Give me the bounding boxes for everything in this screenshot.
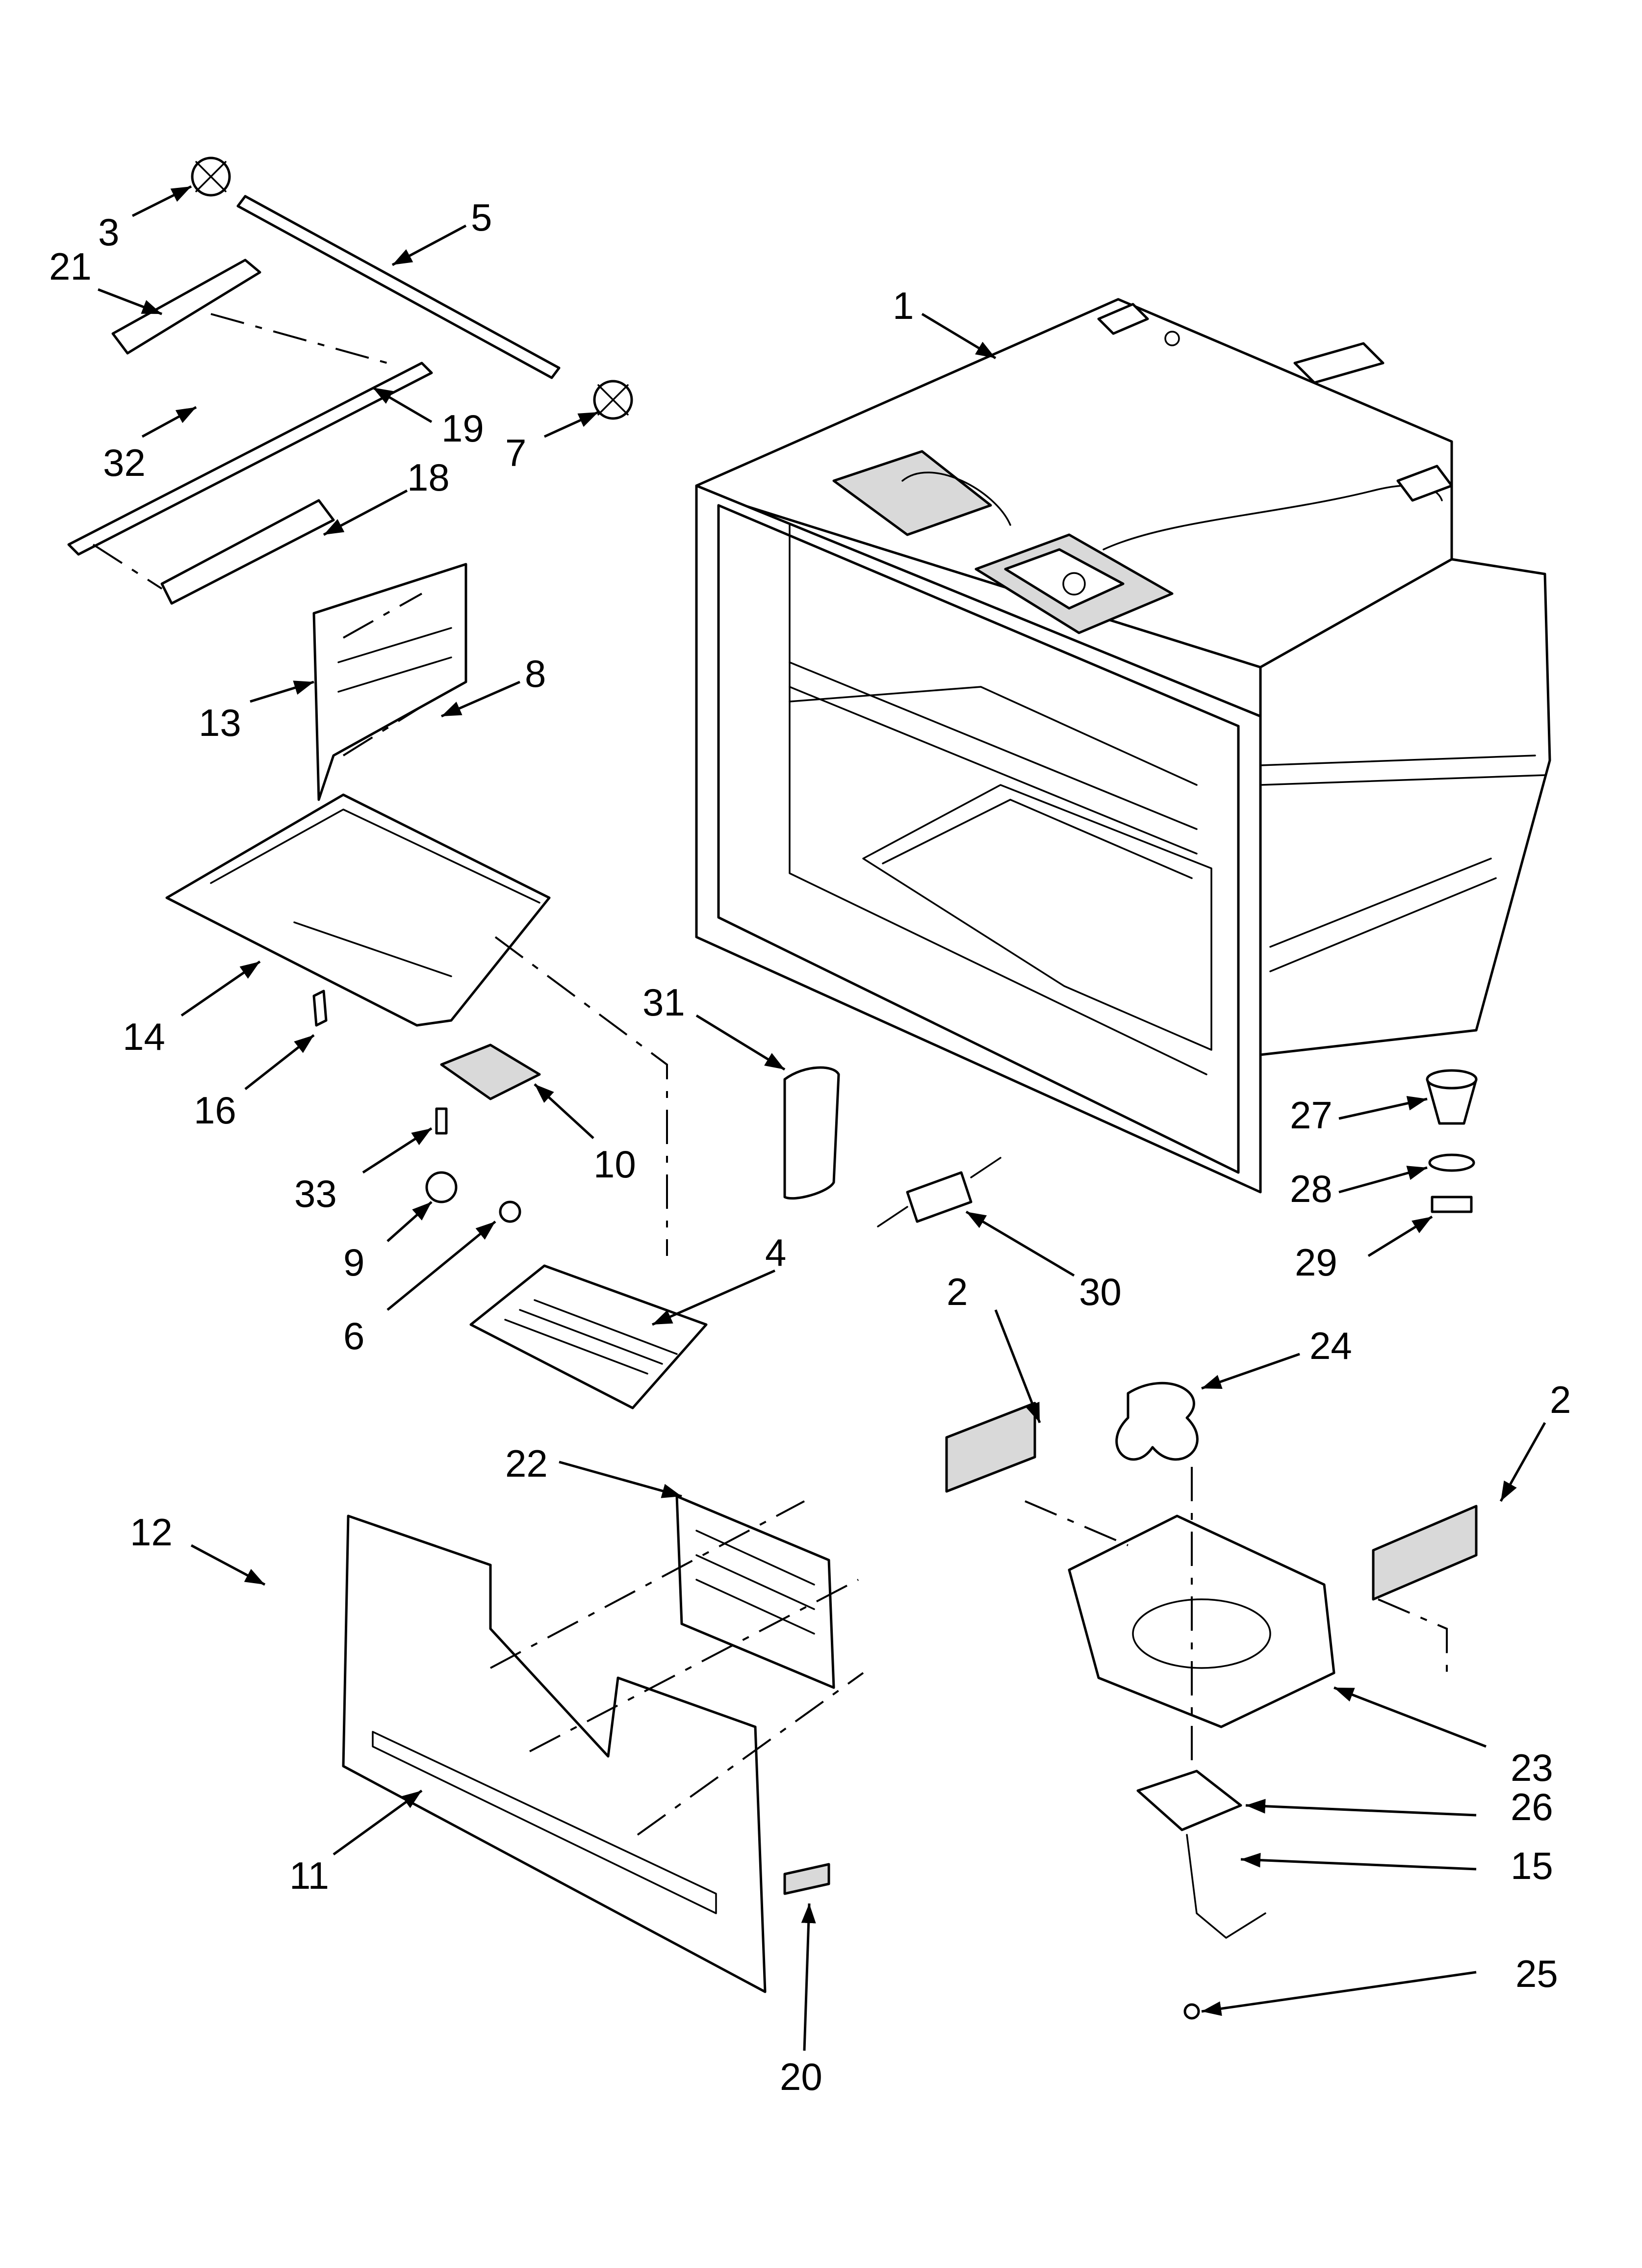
callout-8: 8 <box>525 652 546 695</box>
callout-28: 28 <box>1290 1167 1333 1210</box>
part-fan-assembly <box>945 1382 1478 2020</box>
callout-24: 24 <box>1309 1324 1352 1367</box>
callout-13: 13 <box>199 701 241 744</box>
callout-18: 18 <box>407 456 450 499</box>
callout-10: 10 <box>593 1143 636 1186</box>
callout-12: 12 <box>130 1511 173 1554</box>
callout-2b: 2 <box>1550 1378 1571 1421</box>
part-small-components <box>425 1043 541 1223</box>
callout-19: 19 <box>441 407 484 450</box>
callout-30: 30 <box>1079 1270 1122 1313</box>
callout-labels: 1 2 2 3 4 5 6 7 8 9 10 11 12 13 14 15 16… <box>49 196 1571 2098</box>
callout-27: 27 <box>1290 1094 1333 1137</box>
callout-23: 23 <box>1511 1746 1553 1789</box>
callout-29: 29 <box>1295 1241 1337 1284</box>
callout-16: 16 <box>194 1089 236 1132</box>
callout-4: 4 <box>765 1231 786 1274</box>
leader-lines <box>98 185 1546 2051</box>
callout-22: 22 <box>505 1442 548 1485</box>
callout-31: 31 <box>642 981 685 1024</box>
part-fitting-stack <box>1426 1069 1478 1213</box>
part-lower-panel <box>342 1495 864 1993</box>
part-tray <box>469 936 708 1409</box>
callout-6: 6 <box>343 1314 364 1357</box>
part-rails <box>67 259 433 605</box>
part-housing <box>165 793 551 1027</box>
callout-9: 9 <box>343 1241 364 1284</box>
callout-7: 7 <box>505 431 526 474</box>
callout-2a: 2 <box>947 1270 968 1313</box>
callout-5: 5 <box>471 196 492 239</box>
callout-1: 1 <box>893 284 914 327</box>
callout-25: 25 <box>1515 1952 1558 1995</box>
part-duct-and-tube <box>783 1066 1001 1227</box>
part-shaft-and-gears <box>191 156 633 420</box>
part-bracket <box>312 563 467 801</box>
part-liner <box>695 298 1551 1194</box>
callout-26: 26 <box>1511 1785 1553 1828</box>
callout-15: 15 <box>1511 1844 1553 1887</box>
callout-32: 32 <box>103 441 146 484</box>
callout-20: 20 <box>780 2055 822 2098</box>
callout-11: 11 <box>289 1854 329 1897</box>
callout-21: 21 <box>49 245 92 288</box>
callout-14: 14 <box>123 1015 165 1058</box>
callout-3: 3 <box>98 210 119 254</box>
callout-33: 33 <box>294 1172 337 1215</box>
